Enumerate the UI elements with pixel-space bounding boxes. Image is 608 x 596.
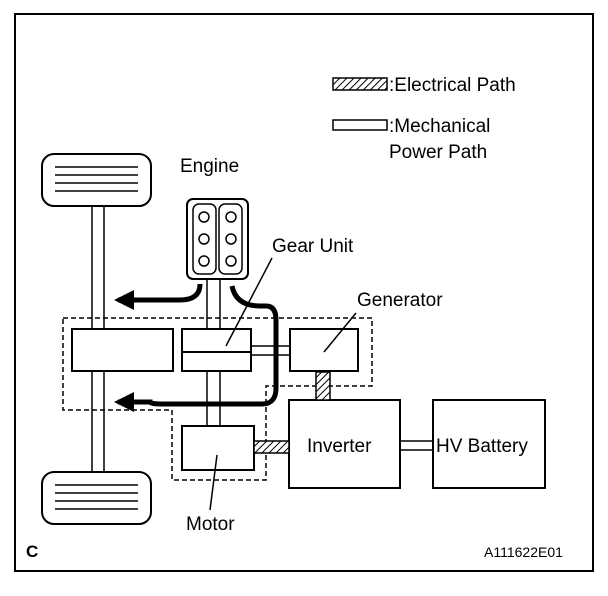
motor-leader xyxy=(209,454,218,511)
legend-mechanical-label-1: :Mechanical xyxy=(389,116,490,137)
legend-mechanical-label-2: Power Path xyxy=(389,142,487,163)
corner-letter: C xyxy=(26,542,38,561)
generator-box xyxy=(289,328,359,372)
motor-box xyxy=(181,425,255,471)
gear-unit-box xyxy=(181,328,252,372)
legend: :Electrical Path :Mechanical Power Path xyxy=(332,75,516,163)
hv-battery-label: HV Battery xyxy=(436,436,528,457)
hv-battery-box xyxy=(432,399,546,489)
engine-label: Engine xyxy=(180,156,239,177)
motor-to-wheels-arrow xyxy=(114,285,279,412)
generator-inverter-electrical-path xyxy=(315,371,331,401)
motor-label: Motor xyxy=(186,514,235,535)
reduction-gear-box xyxy=(71,328,174,372)
engine-to-wheels-arrow xyxy=(114,283,203,310)
motor-inverter-electrical-path xyxy=(253,440,290,454)
engine-block xyxy=(186,198,249,280)
generator-label: Generator xyxy=(357,290,443,311)
legend-electrical-label: :Electrical Path xyxy=(389,75,516,96)
legend-mechanical-swatch xyxy=(332,119,388,131)
legend-electrical-swatch xyxy=(332,77,388,91)
front-wheel-top xyxy=(41,153,152,207)
front-wheel-bottom xyxy=(41,471,152,525)
gear-unit-leader xyxy=(225,257,273,347)
figure-code: A111622E01 xyxy=(484,544,563,560)
inverter-label: Inverter xyxy=(307,436,372,457)
gear-unit-label: Gear Unit xyxy=(272,236,354,257)
generator-leader xyxy=(323,312,357,353)
transaxle-housing-outline xyxy=(62,317,373,481)
